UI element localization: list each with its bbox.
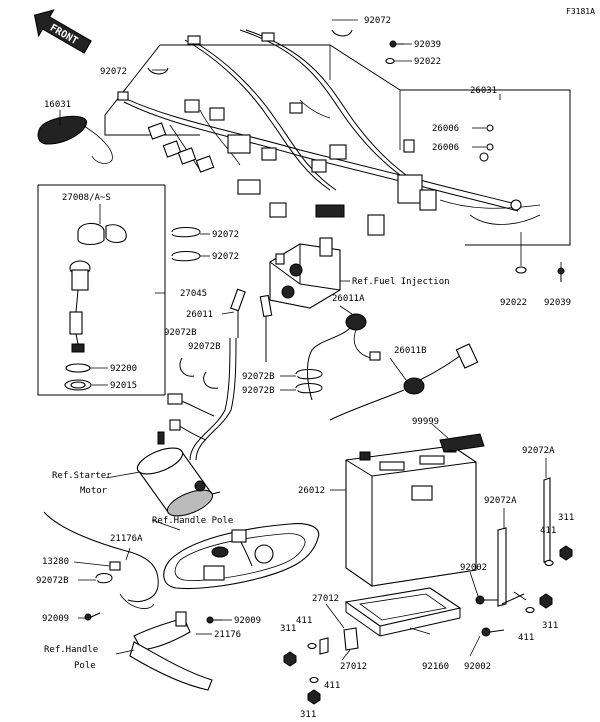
label-26012: 26012 — [298, 486, 325, 496]
label-92022-right: 92022 — [500, 298, 527, 308]
label-92072b-d: 92072B — [242, 386, 275, 396]
label-92072-top: 92072 — [364, 16, 391, 26]
label-99999 — [439, 433, 485, 453]
label-92072a-a: 92072A — [522, 446, 555, 456]
label-411-d: 411 — [324, 681, 340, 691]
label-27012-b: 27012 — [340, 662, 367, 672]
label-26006-a: 26006 — [432, 124, 459, 134]
washer-92022-top-icon — [385, 57, 395, 65]
nut-311-upper-icon — [559, 545, 573, 561]
label-311-d: 311 — [300, 710, 316, 720]
bracket-21176 — [129, 611, 213, 691]
fuel-injection-relay — [269, 237, 341, 309]
clip-92072-mid — [171, 227, 201, 262]
label-311-c: 311 — [280, 624, 296, 634]
ignition-switch-assembly — [37, 184, 166, 396]
label-ref-starter-2: Motor — [80, 486, 108, 496]
handle-pole-top — [163, 523, 320, 590]
label-411-a: 411 — [540, 526, 556, 536]
starter-cable — [167, 337, 237, 461]
label-92015: 92015 — [110, 381, 137, 391]
battery-tray-92160 — [344, 587, 462, 637]
label-92072-d: 92072 — [212, 252, 239, 262]
label-26011: 26011 — [186, 310, 213, 320]
label-92002-b: 92002 — [464, 662, 491, 672]
label-99999: 99999 — [412, 417, 439, 427]
label-92072a-b: 92072A — [484, 496, 517, 506]
label-27045: 27045 — [180, 289, 207, 299]
label-311-a: 311 — [558, 513, 574, 523]
label-92200: 92200 — [110, 364, 137, 374]
cable-26011b — [329, 343, 479, 421]
starter-motor — [136, 431, 221, 517]
bolt-92009-left-icon — [84, 612, 101, 621]
clip-92072b-mid — [179, 357, 323, 394]
label-26011b: 26011B — [394, 346, 427, 356]
bolt-92009-right-icon — [206, 616, 222, 624]
clip-92072-top — [147, 29, 353, 75]
cover-16031 — [37, 115, 113, 164]
bolt-92002-lower-icon — [481, 627, 505, 637]
label-92039-top: 92039 — [414, 40, 441, 50]
label-92072b-b: 92072B — [188, 342, 221, 352]
part-labels: 92072 92039 92022 92072 16031 26031 2600… — [36, 16, 574, 720]
label-411-b: 411 — [296, 616, 312, 626]
front-arrow-icon: FRONT — [33, 9, 92, 54]
label-ref-handle-pole-bottom-2: Pole — [74, 661, 96, 671]
label-ref-fuel-injection: Ref.Fuel Injection — [352, 277, 450, 287]
label-411-c: 411 — [518, 633, 534, 643]
strap-92072a — [497, 477, 551, 607]
label-92160: 92160 — [422, 662, 449, 672]
label-92072b-a: 92072B — [164, 328, 197, 338]
label-92072-c: 92072 — [212, 230, 239, 240]
label-27012-a: 27012 — [312, 594, 339, 604]
label-92072-left: 92072 — [100, 67, 127, 77]
label-92022-top: 92022 — [414, 57, 441, 67]
label-ref-handle-pole-bottom-1: Ref.Handle — [44, 645, 98, 655]
label-16031: 16031 — [44, 100, 71, 110]
label-26011a: 26011A — [332, 294, 365, 304]
leader-lines — [59, 19, 562, 661]
clamp-26006-icon — [486, 124, 494, 151]
label-ref-starter-1: Ref.Starter — [52, 471, 112, 481]
drawing-code: F3181A — [566, 7, 595, 16]
label-92072b-e: 92072B — [36, 576, 69, 586]
bolt-92002-upper-icon — [475, 595, 498, 605]
cable-26011a — [307, 313, 381, 401]
bracket-27012 — [319, 627, 359, 655]
label-27008: 27008/A~S — [62, 193, 111, 203]
lead-26011 — [230, 288, 273, 362]
battery-26012 — [345, 443, 477, 587]
nut-311-lower-icon — [539, 593, 553, 609]
label-92039-right: 92039 — [544, 298, 571, 308]
label-26031: 26031 — [470, 86, 497, 96]
washer-411-upper-icon — [544, 559, 554, 567]
label-92009-left: 92009 — [42, 614, 69, 624]
clip-92072b-lower — [95, 573, 113, 584]
label-92002-a: 92002 — [460, 563, 487, 573]
label-92009-right: 92009 — [234, 616, 261, 626]
label-92072b-c: 92072B — [242, 372, 275, 382]
washer-411-lower-icon — [525, 606, 535, 614]
label-ref-handle-pole-top: Ref.Handle Pole — [152, 516, 233, 526]
washer-92022-right-icon — [515, 266, 527, 274]
nut-311-bottom-icon — [283, 651, 321, 705]
main-wiring-harness — [117, 29, 541, 236]
label-21176: 21176 — [214, 630, 241, 640]
label-26006-b: 26006 — [432, 143, 459, 153]
label-13280: 13280 — [42, 557, 69, 567]
label-311-b: 311 — [542, 621, 558, 631]
bolt-92039-right-icon — [557, 267, 565, 282]
washer-411-bottom-icon — [307, 642, 319, 684]
label-21176a: 21176A — [110, 534, 143, 544]
